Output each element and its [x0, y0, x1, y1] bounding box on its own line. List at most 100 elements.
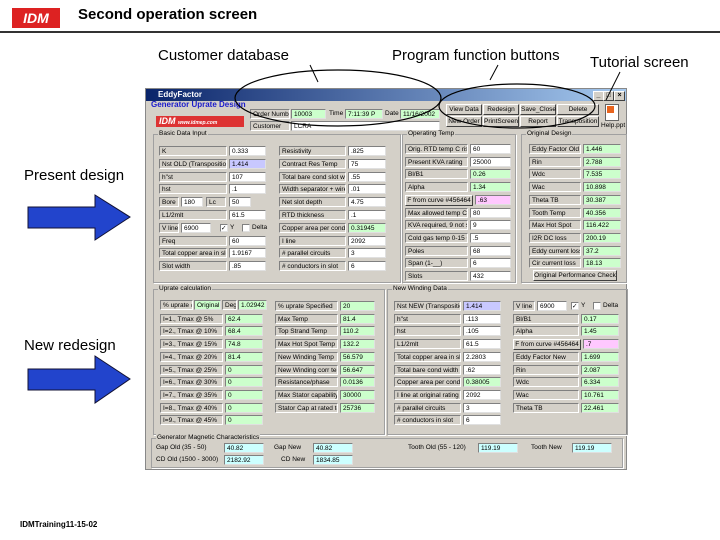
button-view-data[interactable]: View Data	[446, 104, 482, 115]
field--parallel-circuits[interactable]: 3	[348, 248, 386, 259]
field-eddy-factor-old[interactable]: 1.446	[583, 144, 621, 154]
field-i-5-tmax-25-[interactable]: 0	[225, 364, 263, 375]
field-max-hot-spot-temp[interactable]: 132.2	[340, 339, 375, 350]
field-wac[interactable]: 10.761	[581, 389, 619, 400]
nw-vline-field[interactable]: 6900	[537, 301, 567, 311]
field-rtd-thickness[interactable]: .1	[348, 210, 386, 220]
field-max-hot-spot[interactable]: 116.422	[583, 220, 621, 231]
field-l1-2mlt[interactable]: 61.5	[229, 210, 266, 220]
field-kva-required-9-not-spe[interactable]: 9	[470, 220, 511, 231]
field-i-9-tmax-45-[interactable]: 0	[225, 415, 263, 426]
vline-field[interactable]: 6900	[181, 223, 211, 233]
y-checkbox[interactable]: ✓	[220, 224, 228, 232]
field-bl-b1[interactable]: 0.26	[470, 169, 511, 180]
field-slots[interactable]: 432	[470, 271, 511, 281]
bore-field[interactable]: 180	[181, 197, 203, 207]
field-i-1-tmax-5-[interactable]: 62.4	[225, 313, 263, 324]
field-width-separator-wire-ins[interactable]: .01	[348, 184, 386, 195]
lc-field[interactable]: 50	[229, 197, 251, 207]
field-slot-width[interactable]: .85	[229, 261, 266, 272]
field-stator-cap-at-rated-temp[interactable]: 25736	[340, 402, 375, 413]
field-max-stator-capability[interactable]: 30000	[340, 389, 375, 400]
field-hst[interactable]: .105	[463, 326, 501, 337]
button-f-from-curve-456464[interactable]: F from curve #456464	[405, 194, 473, 206]
field-rin[interactable]: 2.087	[581, 364, 619, 375]
cd-old-field[interactable]: 2182.92	[224, 455, 264, 465]
field-total-bare-cond-width[interactable]: .62	[463, 364, 501, 375]
field-i-6-tmax-30-[interactable]: 0	[225, 377, 263, 388]
field-i-4-tmax-20-[interactable]: 81.4	[225, 351, 263, 362]
field-i-8-tmax-40-[interactable]: 0	[225, 402, 263, 413]
delta-checkbox[interactable]	[242, 224, 250, 232]
field-theta-tb[interactable]: 30.387	[583, 194, 621, 205]
field-eddy-factor-new[interactable]: 1.699	[581, 351, 619, 362]
field--parallel-circuits[interactable]: 3	[463, 402, 501, 413]
field-resistance-phase[interactable]: 0.0136	[340, 377, 375, 388]
button-save-close[interactable]: Save_Close	[520, 104, 557, 115]
field-copper-area-per-cond[interactable]: 0.38005	[463, 377, 501, 388]
field-max-allowed-temp-c-rise[interactable]: 80	[470, 207, 511, 218]
close-button[interactable]: ×	[614, 91, 625, 101]
field-span-1-[interactable]: 6	[470, 258, 511, 269]
button-redesign[interactable]: Redesign	[483, 104, 519, 115]
field-i-7-tmax-35-[interactable]: 0	[225, 389, 263, 400]
field-i2r-dc-loss[interactable]: 200.19	[583, 232, 621, 243]
field--uprate-specified[interactable]: 20	[340, 301, 375, 311]
button-f-from-curve-456464[interactable]: F from curve #456464	[513, 339, 581, 351]
tooth-new-field[interactable]: 119.19	[572, 443, 612, 453]
field-i-2-tmax-10-[interactable]: 68.4	[225, 326, 263, 337]
field-total-copper-area-in-slot[interactable]: 1.9167	[229, 248, 266, 259]
field-h-st[interactable]: 107	[229, 171, 266, 182]
original-performance-check-button[interactable]: Original Performance Check	[533, 270, 617, 281]
field-l1-2mlt[interactable]: 61.5	[463, 339, 501, 350]
field-i-line-at-original-rating[interactable]: 2092	[463, 389, 501, 400]
field-present-kva-rating[interactable]: 25000	[470, 156, 511, 167]
field-copper-area-per-cond[interactable]: 0.31945	[348, 222, 386, 233]
field-alpha[interactable]: 1.34	[470, 182, 511, 193]
field-i-3-tmax-15-[interactable]: 74.8	[225, 339, 263, 350]
uprate-mode-field[interactable]: Original	[194, 300, 221, 310]
field-freq[interactable]: 60	[229, 235, 266, 246]
button-printscreen[interactable]: PrintScreen	[483, 116, 519, 127]
help-ppt-label[interactable]: Help.ppt	[601, 122, 626, 129]
date-field[interactable]: 11/16/2002	[400, 109, 440, 119]
field-new-winding-corr-temp[interactable]: 56.647	[340, 364, 375, 375]
field-cir-current-loss[interactable]: 18.13	[583, 258, 621, 269]
gap-old-field[interactable]: 40.82	[224, 443, 264, 453]
field-resistivity[interactable]: .825	[348, 146, 386, 156]
button-new-order[interactable]: New Order	[446, 116, 482, 127]
field-bl-b1[interactable]: 0.17	[581, 313, 619, 324]
field-i-line[interactable]: 2092	[348, 235, 386, 246]
field-max-temp[interactable]: 81.4	[340, 313, 375, 324]
time-field[interactable]: 7:11:39 P	[345, 109, 383, 119]
field-net-slot-depth[interactable]: 4.75	[348, 197, 386, 208]
order-number-field[interactable]: 10003	[291, 109, 326, 119]
field-f-from-curve-456464[interactable]: .7	[583, 339, 619, 350]
deg-field[interactable]: 1.02942	[238, 300, 267, 310]
field-tooth-temp[interactable]: 40.356	[583, 207, 621, 218]
nw-delta-checkbox[interactable]	[593, 302, 601, 310]
field-total-bare-cond-slot-width[interactable]: .55	[348, 171, 386, 182]
field-orig-rtd-temp-c-rise[interactable]: 60	[470, 144, 511, 154]
button-delete[interactable]: Delete	[557, 104, 599, 115]
field-top-strand-temp[interactable]: 110.2	[340, 326, 375, 337]
field-wdc[interactable]: 7.535	[583, 169, 621, 180]
field--conductors-in-slot[interactable]: 6	[348, 261, 386, 272]
button-report[interactable]: Report	[520, 116, 556, 127]
nw-y-checkbox[interactable]: ✓	[571, 302, 579, 310]
field-h-st[interactable]: .113	[463, 313, 501, 324]
field-nst-old-transposition-[interactable]: 1.414	[229, 158, 266, 169]
cd-new-field[interactable]: 1834.85	[313, 455, 353, 465]
gap-new-field[interactable]: 40.82	[313, 443, 353, 453]
tooth-old-field[interactable]: 119.19	[478, 443, 518, 453]
field-wac[interactable]: 10.898	[583, 182, 621, 193]
field-cold-gas-temp-0-15-c[interactable]: .5	[470, 232, 511, 243]
button-transposition[interactable]: Transposition	[557, 116, 599, 127]
field-k[interactable]: 0.333	[229, 146, 266, 156]
field-theta-tb[interactable]: 22.461	[581, 402, 619, 413]
maximize-button[interactable]: □	[603, 91, 614, 101]
field-contract-res-temp[interactable]: 75	[348, 158, 386, 169]
field-f-from-curve-456464[interactable]: .63	[475, 194, 511, 205]
field-new-winding-temp[interactable]: 56.579	[340, 351, 375, 362]
field-alpha[interactable]: 1.45	[581, 326, 619, 337]
